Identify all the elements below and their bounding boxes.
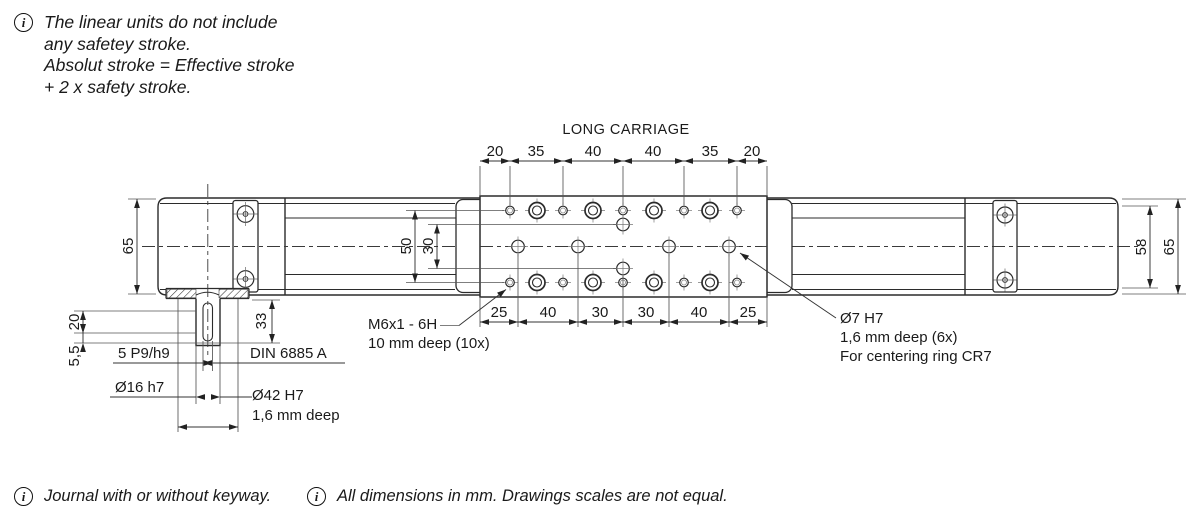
dim-label: 40 xyxy=(540,304,557,321)
vertical-dimension-labels: 65 50 30 58 65 20 5,5 33 xyxy=(66,238,1178,367)
thread-callout: M6x1 - 6H xyxy=(368,316,437,333)
key-standard-label: DIN 6885 A xyxy=(250,345,327,362)
note-safety-stroke-text: The linear units do not include any safe… xyxy=(44,12,295,97)
screw-icon xyxy=(993,268,1017,292)
carriage-holes xyxy=(502,198,745,295)
dim-label: 35 xyxy=(702,143,719,160)
note-safety-stroke: i The linear units do not include any sa… xyxy=(14,12,294,98)
note-dimensions-text: All dimensions in mm. Drawings scales ar… xyxy=(337,487,728,505)
screw-icon xyxy=(233,202,258,226)
centering-hole-callout: Ø7 H7 xyxy=(840,310,883,327)
bottom-dimension-chain-labels: 25 40 30 30 40 25 xyxy=(491,304,757,321)
top-dimension-chain-labels: 20 35 40 40 35 20 xyxy=(487,143,761,160)
note-journal-text: Journal with or without keyway. xyxy=(44,487,272,505)
note-journal: i Journal with or without keyway. xyxy=(14,486,271,508)
dim-label: 40 xyxy=(645,143,662,160)
screw-icon xyxy=(993,203,1017,227)
dim-label: 40 xyxy=(691,304,708,321)
dim-hole-rows-span: 50 xyxy=(398,238,415,255)
centering-hole-depth: 1,6 mm deep (6x) xyxy=(840,329,958,346)
keyway-width-label: 5 P9/h9 xyxy=(118,345,170,362)
info-icon: i xyxy=(14,13,33,32)
dim-label: 25 xyxy=(740,304,757,321)
dim-label: 30 xyxy=(638,304,655,321)
dim-journal-length: 33 xyxy=(253,313,270,330)
dim-label: 20 xyxy=(487,143,504,160)
info-icon: i xyxy=(307,487,326,506)
centerlines xyxy=(142,184,1140,357)
dim-label: 40 xyxy=(585,143,602,160)
callout-labels: M6x1 - 6H 10 mm deep (10x) Ø7 H7 1,6 mm … xyxy=(115,310,992,424)
dimension-lines xyxy=(74,158,1186,432)
thread-callout-depth: 10 mm deep (10x) xyxy=(368,335,490,352)
dim-center-holes-span: 30 xyxy=(420,238,437,255)
centering-bore-depth-label: 1,6 mm deep xyxy=(252,407,340,424)
dim-keyway-length: 20 xyxy=(66,314,83,331)
dim-right-height: 65 xyxy=(1161,239,1178,256)
journal-diameter-label: Ø16 h7 xyxy=(115,379,164,396)
rail-profile-lines xyxy=(160,203,1116,290)
dim-label: 35 xyxy=(528,143,545,160)
dim-label: 25 xyxy=(491,304,508,321)
left-bearing-plate xyxy=(232,199,259,293)
dim-right-inner-height: 58 xyxy=(1133,239,1150,256)
dim-label: 30 xyxy=(592,304,609,321)
centering-hole-ring: For centering ring CR7 xyxy=(840,348,992,365)
screw-icon xyxy=(233,267,258,291)
note-dimensions: i All dimensions in mm. Drawings scales … xyxy=(307,486,728,508)
centering-bore-label: Ø42 H7 xyxy=(252,387,304,404)
info-icon: i xyxy=(14,487,33,506)
carriage-title: LONG CARRIAGE xyxy=(562,122,689,138)
dim-left-height: 65 xyxy=(120,238,137,255)
dim-keyway-offset: 5,5 xyxy=(66,346,83,367)
dim-label: 20 xyxy=(744,143,761,160)
